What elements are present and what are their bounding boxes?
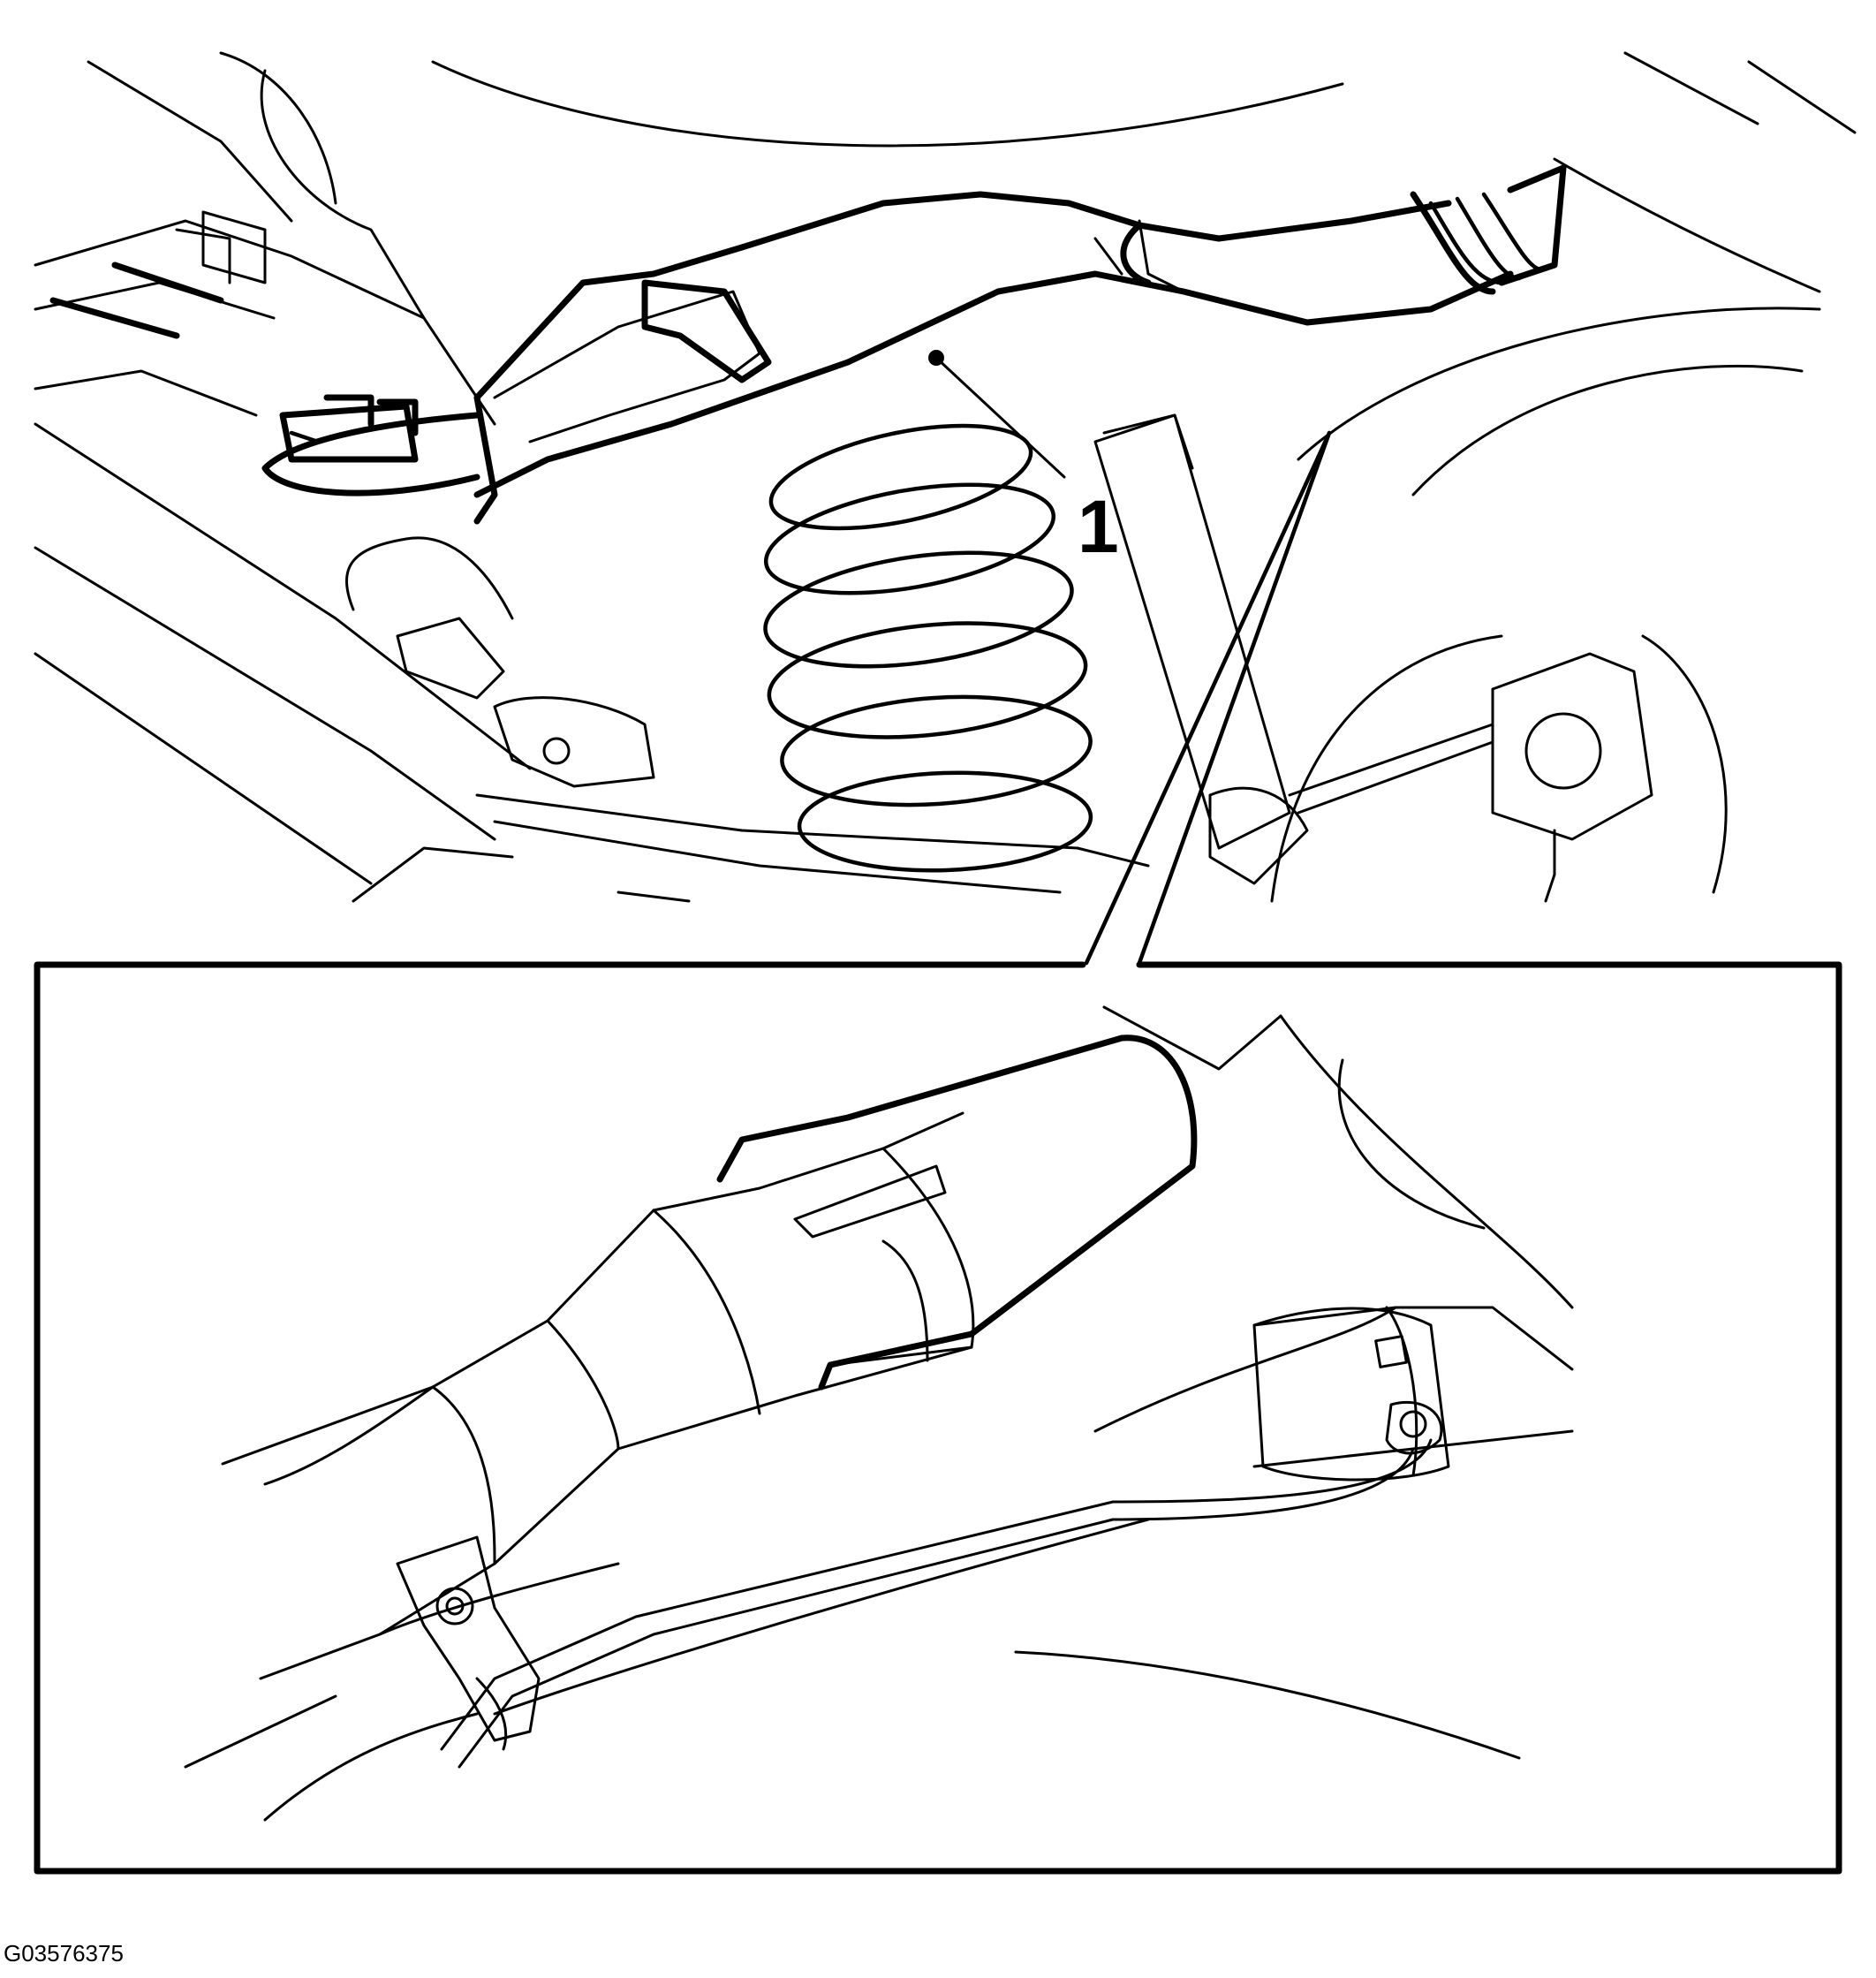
frame-member bbox=[34, 369, 258, 417]
bar bbox=[49, 297, 180, 339]
figure-id: G03576375 bbox=[4, 1940, 124, 1967]
exhaust-pipe-left bbox=[263, 1385, 435, 1486]
frame-member bbox=[34, 281, 276, 320]
frame-member bbox=[34, 219, 496, 426]
shock-absorber bbox=[1093, 413, 1291, 850]
connector bbox=[279, 403, 419, 463]
hub-center bbox=[1524, 712, 1602, 790]
hose-clamp bbox=[396, 617, 505, 700]
body-line bbox=[493, 1518, 1150, 1716]
exhaust-pipe-lower bbox=[473, 270, 1514, 498]
heat-shield-outline bbox=[641, 279, 772, 383]
pipe-band bbox=[1093, 237, 1123, 276]
exhaust-pipe-top bbox=[221, 1111, 964, 1466]
wiring-loop bbox=[261, 412, 480, 496]
underbody-rail bbox=[87, 60, 293, 223]
oxygen-sensor bbox=[1385, 1400, 1443, 1455]
heat-shield-edge bbox=[881, 1239, 929, 1362]
bushing-bolt bbox=[542, 737, 571, 765]
subframe-line bbox=[475, 793, 1150, 868]
wheel-arch bbox=[1411, 364, 1804, 496]
pipe-band bbox=[652, 1209, 761, 1415]
zoom-line bbox=[1084, 430, 1332, 966]
rear-pipe-top bbox=[1093, 1306, 1397, 1433]
brake-disc bbox=[1270, 634, 1503, 903]
flex-joint-ring bbox=[1428, 201, 1504, 285]
hanger-bracket bbox=[396, 1535, 541, 1742]
heat-shield-edge bbox=[881, 1147, 975, 1349]
heat-shield-slot bbox=[793, 1164, 947, 1239]
body-line bbox=[1014, 1650, 1521, 1760]
body-curve bbox=[1279, 1014, 1574, 1309]
bracket bbox=[175, 228, 231, 284]
brake-cable bbox=[1288, 723, 1494, 797]
hanger-bolt bbox=[435, 1587, 474, 1626]
brake-cable bbox=[1544, 829, 1556, 903]
sensor-wire bbox=[440, 1438, 1433, 1751]
body-curve bbox=[1337, 1058, 1486, 1230]
body-line bbox=[263, 1712, 479, 1822]
pipe-band bbox=[431, 1385, 496, 1565]
body-panel-line bbox=[1623, 51, 1759, 125]
heat-shield bbox=[716, 1034, 1198, 1391]
connector bbox=[376, 398, 419, 436]
body-panel-line bbox=[431, 60, 1344, 148]
brake-caliper bbox=[1491, 652, 1653, 841]
hose-line bbox=[345, 536, 514, 620]
heat-shield-clip bbox=[473, 394, 498, 525]
hanger-bolt-center bbox=[445, 1596, 465, 1616]
coil-spring bbox=[763, 423, 1093, 873]
subframe-bushing bbox=[493, 696, 655, 788]
shock-absorber-boot bbox=[1208, 786, 1309, 885]
subframe-line bbox=[352, 846, 514, 903]
underbody-rail bbox=[219, 51, 337, 205]
brake-cable bbox=[1297, 740, 1494, 815]
body-panel-line bbox=[1747, 60, 1857, 134]
underbody-rail bbox=[260, 69, 426, 320]
underbody-rail bbox=[34, 652, 373, 885]
body-curve bbox=[1102, 1005, 1282, 1071]
callout-leader bbox=[934, 356, 1066, 479]
rear-pipe-top bbox=[1252, 1306, 1574, 1371]
exhaust-pipe-left bbox=[378, 1562, 620, 1636]
connector-latch bbox=[289, 430, 321, 444]
inset-detail-view bbox=[184, 1005, 1574, 1822]
exhaust-pipe-bottom bbox=[259, 1345, 973, 1680]
wheel-arch bbox=[1297, 307, 1821, 461]
exhaust-pipe-upper bbox=[473, 191, 1452, 401]
underbody-rail bbox=[34, 422, 532, 770]
inset-frame bbox=[34, 961, 1842, 1875]
underbody-rail bbox=[34, 546, 496, 841]
flex-joint bbox=[1410, 191, 1496, 295]
brake-disc bbox=[1641, 634, 1728, 894]
subframe-line bbox=[617, 890, 691, 903]
subframe-line bbox=[493, 820, 1062, 894]
body-line bbox=[184, 1694, 337, 1769]
pipe-band bbox=[546, 1319, 620, 1451]
pipe-flange bbox=[1252, 1307, 1450, 1482]
clamp-square bbox=[1374, 1335, 1408, 1368]
shock-absorber-top bbox=[1102, 413, 1194, 470]
oxygen-sensor-nut bbox=[1399, 1410, 1427, 1438]
pipe-hanger bbox=[1120, 222, 1152, 286]
connector bbox=[323, 394, 374, 428]
pipe-flange-ring bbox=[1385, 1306, 1418, 1477]
body-panel-line bbox=[1553, 157, 1821, 293]
bracket bbox=[201, 210, 267, 284]
overview-view: 1 bbox=[34, 51, 1857, 966]
flex-joint bbox=[1498, 164, 1567, 286]
heat-shield-edge bbox=[828, 1345, 973, 1367]
pipe-band bbox=[1138, 219, 1185, 293]
zoom-line bbox=[1137, 430, 1332, 966]
bar bbox=[111, 261, 224, 304]
sensor-wire bbox=[458, 1447, 1415, 1769]
